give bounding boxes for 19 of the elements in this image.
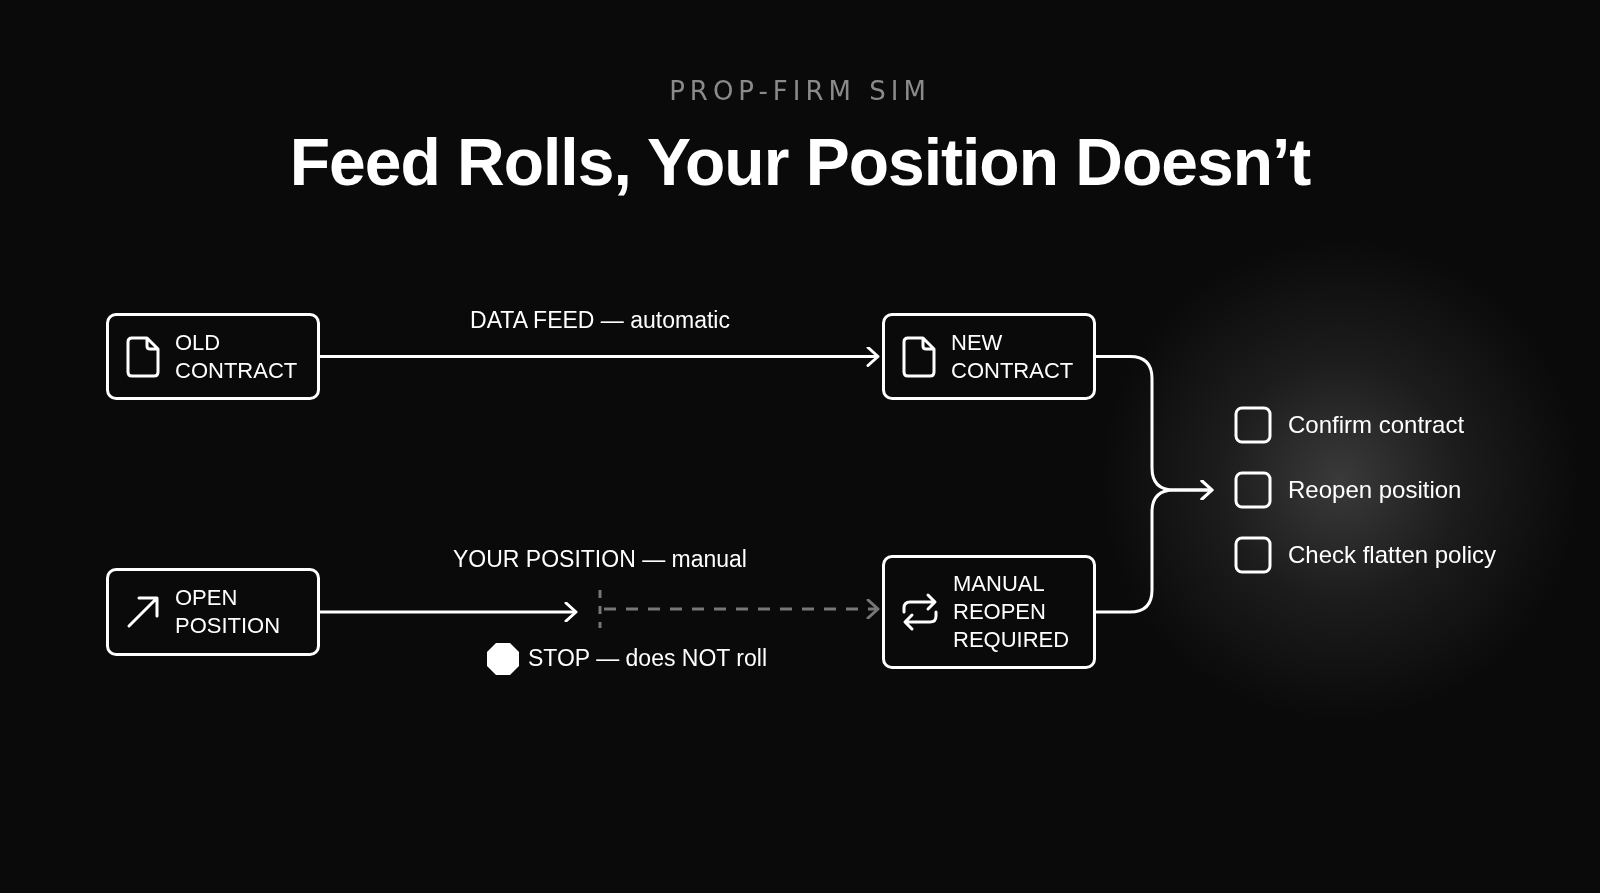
title: Feed Rolls, Your Position Doesn’t bbox=[288, 124, 1312, 200]
process-box bbox=[106, 313, 320, 400]
node-label: NEW CONTRACT bbox=[951, 328, 1075, 385]
process-box bbox=[882, 313, 1096, 400]
checklist-item: Confirm contract bbox=[1288, 411, 1465, 439]
barrier-line bbox=[596, 590, 604, 628]
node-label: OPEN POSITION bbox=[175, 584, 282, 640]
node-label: MANUAL REOPEN REQUIRED bbox=[953, 570, 1071, 654]
stop-caption: STOP — does NOT roll bbox=[528, 645, 768, 672]
node-label: OLD CONTRACT bbox=[175, 328, 299, 385]
arrow bbox=[320, 601, 578, 623]
arrow bbox=[320, 346, 880, 367]
process-box bbox=[882, 555, 1096, 669]
process-box bbox=[106, 568, 320, 656]
kicker-text: PROP-FIRM SIM bbox=[668, 76, 932, 106]
checklist-item: Reopen position bbox=[1288, 476, 1462, 504]
arrow bbox=[1096, 479, 1214, 614]
arrow bbox=[604, 598, 880, 620]
checklist-item: Check flatten policy bbox=[1288, 541, 1497, 569]
